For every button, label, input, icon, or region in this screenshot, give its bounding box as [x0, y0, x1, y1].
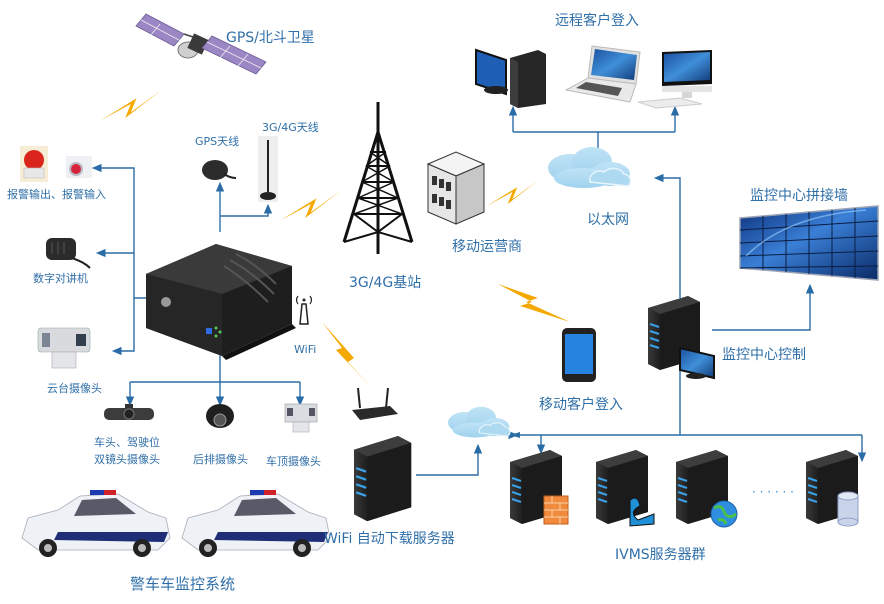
connector-mdvr-to-alarm — [91, 163, 135, 298]
signal-bolt-tower — [280, 190, 342, 221]
label-wifi: WiFi — [294, 343, 317, 356]
more-servers-ellipsis: · · · · · · — [752, 485, 794, 499]
label-system-title: 警车车监控系统 — [130, 575, 236, 593]
ptz-camera-icon — [37, 327, 91, 369]
connector-wifi-server-to-cloud — [416, 443, 483, 476]
wifi-server-icon — [352, 434, 413, 523]
label-gps-antenna: GPS天线 — [195, 135, 240, 148]
cell-tower-icon — [342, 102, 414, 254]
intercom-icon — [46, 238, 91, 269]
server-with-monitor-icon — [647, 295, 715, 380]
label-ptz-camera: 云台摄像头 — [47, 382, 102, 395]
police-car-icon — [21, 490, 171, 557]
label-satellite: GPS/北斗卫星 — [226, 30, 315, 46]
label-dual-lens-camera-line1: 车头、驾驶位 — [94, 436, 160, 449]
signal-bolt-wifi — [322, 322, 372, 388]
label-video-wall: 监控中心拼接墙 — [750, 188, 848, 204]
label-ethernet: 以太网 — [587, 212, 629, 228]
firewall-server-icon — [509, 449, 569, 525]
mdvr-device-icon — [146, 244, 296, 360]
connector-control-to-ethernet — [653, 173, 681, 298]
label-base-station: 3G/4G基站 — [349, 275, 422, 291]
dual-lens-camera-icon — [104, 404, 154, 420]
ethernet-cloud-icon — [547, 146, 632, 189]
connector-mdvr-to-ptz — [111, 298, 135, 356]
desktop-computer-icon — [475, 48, 546, 108]
building-icon — [426, 151, 486, 225]
label-rear-camera: 后排摄像头 — [193, 453, 248, 466]
label-mobile-login: 移动客户登入 — [539, 397, 623, 413]
alarm-button-icon — [66, 156, 92, 178]
all-in-one-computer-icon — [637, 50, 712, 109]
connector-mdvr-to-3g — [220, 203, 273, 217]
tablet-icon — [562, 328, 596, 382]
signal-bolts — [100, 90, 570, 388]
alarm-light-icon — [20, 146, 48, 182]
gps-antenna-icon — [202, 160, 237, 180]
label-alarm-io: 报警输出、报警输入 — [7, 188, 106, 201]
connectors — [91, 105, 867, 476]
connector-mdvr-to-cameras — [130, 355, 300, 383]
wifi-antenna-icon — [295, 295, 313, 325]
label-carrier: 移动运营商 — [452, 239, 522, 255]
label-cellular-antenna: 3G/4G天线 — [262, 121, 319, 134]
arrow-to-wifi-cloud — [510, 432, 520, 438]
signal-bolt-tablet — [498, 284, 570, 322]
label-dual-lens-camera-line2: 双镜头摄像头 — [94, 453, 160, 466]
label-control-center: 监控中心控制 — [722, 347, 806, 363]
wifi-cloud-icon — [447, 406, 511, 439]
media-server-icon — [595, 449, 655, 527]
video-wall-icon — [739, 205, 879, 281]
connector-ethernet-to-clients — [513, 131, 675, 148]
label-wifi-server: WiFi 自动下载服务器 — [324, 531, 455, 547]
laptop-icon — [564, 45, 641, 103]
police-car-icon — [181, 490, 331, 557]
label-intercom: 数字对讲机 — [33, 272, 88, 285]
connector-control-to-wall — [712, 283, 815, 331]
label-remote-login: 远程客户登入 — [555, 13, 639, 29]
web-server-icon — [675, 449, 738, 528]
wifi-router-icon — [352, 387, 398, 420]
signal-bolt-satellite — [100, 90, 162, 121]
satellite-icon — [135, 13, 267, 75]
dome-camera-icon — [206, 404, 234, 428]
label-ivms-cluster: IVMS服务器群 — [615, 547, 706, 563]
label-roof-camera: 车顶摄像头 — [266, 455, 321, 468]
database-server-icon — [805, 449, 859, 527]
roof-camera-icon — [284, 403, 318, 433]
signal-bolt-carrier — [486, 180, 539, 207]
cellular-antenna-icon — [258, 136, 278, 202]
